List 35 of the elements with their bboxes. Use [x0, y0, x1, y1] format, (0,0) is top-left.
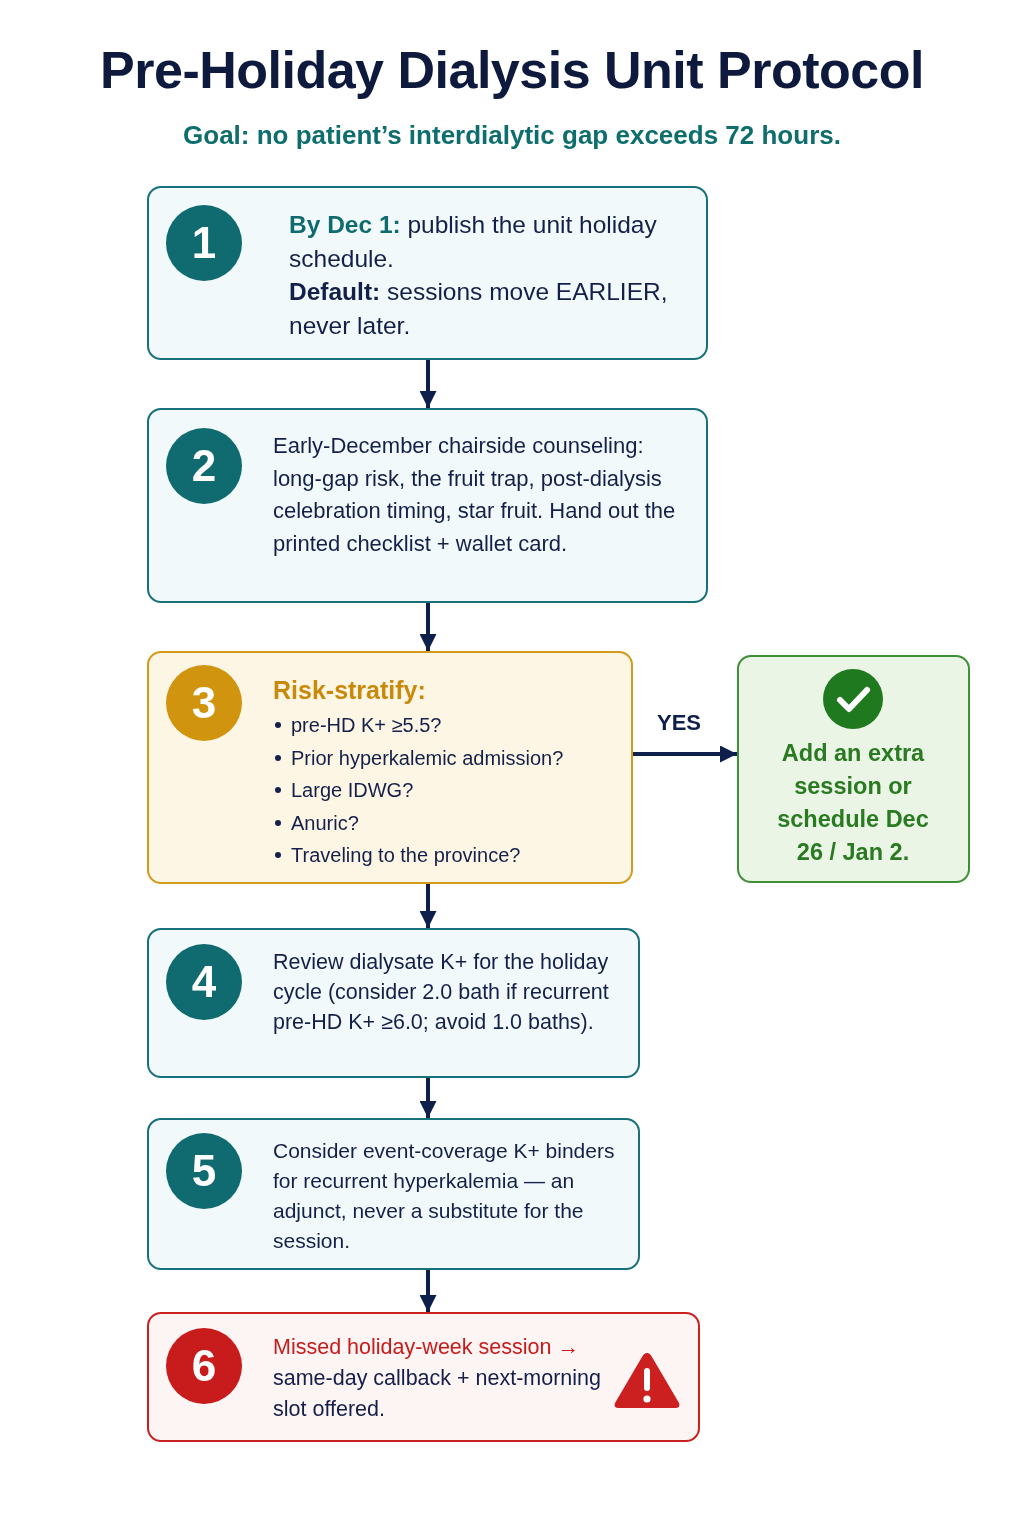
decision-box [147, 651, 633, 884]
step-text: Consider event-coverage K+ binders for recurrent hyperkalemia — an adjunct, never a substitute for the session. [273, 1138, 616, 1254]
alert-box [147, 1312, 700, 1442]
arrow [419, 884, 437, 928]
step-text: Early-December chairside counseling: long-gap risk, the fruit trap, post-dialysis celebration timing, star fruit. Hand out the printed checklist + wallet card. [273, 432, 677, 558]
list-item: Traveling to the province? [291, 843, 521, 868]
step-heading: Missed holiday-week session → [273, 1334, 580, 1361]
step-number: 4 [166, 943, 242, 1020]
arrow [419, 360, 437, 408]
step-number: 3 [166, 664, 242, 741]
arrow [419, 1270, 437, 1312]
arrow [419, 1078, 437, 1118]
step-text: By Dec 1: publish the unit holiday schedule. [289, 210, 658, 274]
list-item: pre-HD K+ ≥5.5? [291, 713, 442, 738]
step-box [147, 928, 640, 1078]
step-box [147, 186, 708, 360]
step-text: Add an extra session or schedule Dec 26 / Jan 2. [776, 739, 930, 867]
step-text: Review dialysate K+ for the holiday cycle (consider 2.0 bath if recurrent pre-HD K+ ≥6.0; avoid 1.0 baths). [273, 949, 610, 1036]
step-text: same-day callback + next-morning slot offered. [273, 1365, 603, 1423]
arrow [419, 603, 437, 651]
step-box [147, 1118, 640, 1270]
list-item: Anuric? [291, 810, 359, 836]
step-number: 5 [166, 1132, 242, 1209]
step-number: 2 [166, 427, 242, 504]
list-item: Prior hyperkalemic admission? [291, 745, 564, 771]
action-box [737, 655, 970, 883]
step-number: 1 [166, 204, 242, 281]
subtitle: Goal: no patient’s interdialytic gap exceeds 72 hours. [182, 119, 842, 152]
step-text: Default: sessions move EARLIER, never later. [289, 277, 669, 341]
step-number: 6 [166, 1327, 242, 1404]
step-heading: Risk-stratify: [273, 675, 427, 706]
title: Pre-Holiday Dialysis Unit Protocol [99, 40, 925, 100]
step-box [147, 408, 708, 603]
arrow [633, 745, 737, 763]
list-item: Large IDWG? [291, 778, 414, 803]
